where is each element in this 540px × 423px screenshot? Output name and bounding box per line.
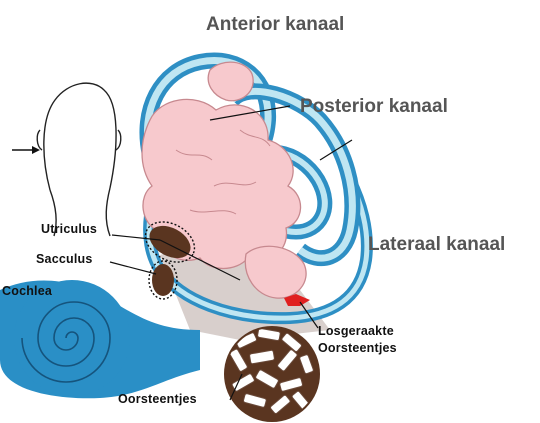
sacculus-otolith <box>149 261 177 299</box>
loose-stones-label-line1: Losgeraakte <box>318 324 394 338</box>
posterior-canal-label: Posterior kanaal <box>300 96 448 118</box>
anterior-canal-label: Anterior kanaal <box>206 14 344 36</box>
lateral-canal-label: Lateraal kanaal <box>368 234 505 256</box>
sacculus-label: Sacculus <box>36 252 93 266</box>
arrow-icon <box>12 146 40 154</box>
stones-label: Oorsteentjes <box>118 392 197 406</box>
head-outline-icon <box>37 83 121 236</box>
loose-stones-label-line2: Oorsteentjes <box>318 341 397 355</box>
otoconia-magnified-icon <box>224 326 320 422</box>
cochlea-label: Cochlea <box>2 284 52 298</box>
utriculus-label: Utriculus <box>41 222 97 236</box>
